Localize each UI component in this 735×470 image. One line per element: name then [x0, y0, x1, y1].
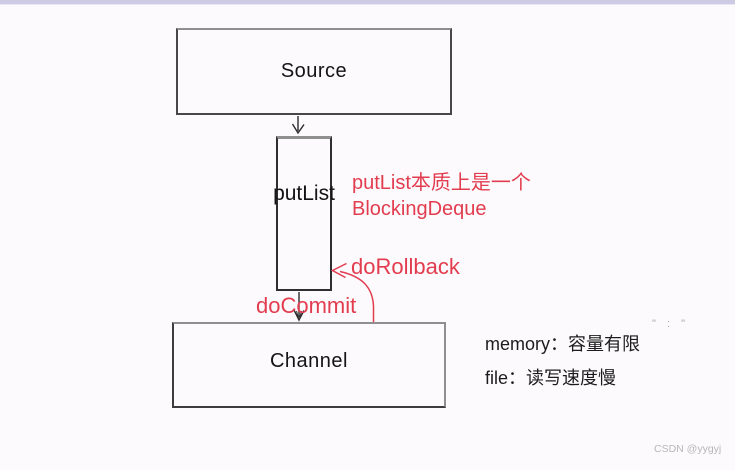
note-file: file：读写速度慢 — [485, 368, 617, 388]
stray-pen-marks: " : " — [652, 318, 689, 330]
annotation-putlist-nature-line1: putList本质上是一个 — [352, 172, 531, 194]
annotation-putlist-nature-line2: BlockingDeque — [352, 198, 487, 220]
channel-label: Channel — [269, 350, 348, 372]
channel-box: Channel — [172, 322, 446, 408]
annotation-dorollback-label: doRollback — [351, 254, 460, 279]
watermark: CSDN @yygyj — [654, 443, 722, 455]
annotation-docommit-label: doCommit — [256, 293, 357, 318]
source-box: Source — [176, 28, 452, 115]
arrow-source-to-putlist-icon — [291, 116, 305, 135]
top-bar — [0, 0, 735, 5]
putlist-label: putList — [273, 182, 335, 205]
channel-type-notes: memory：容量有限 file：读写速度慢 — [485, 327, 640, 395]
putlist-box — [276, 136, 332, 291]
source-label: Source — [280, 60, 348, 82]
note-memory: memory：容量有限 — [485, 334, 641, 354]
